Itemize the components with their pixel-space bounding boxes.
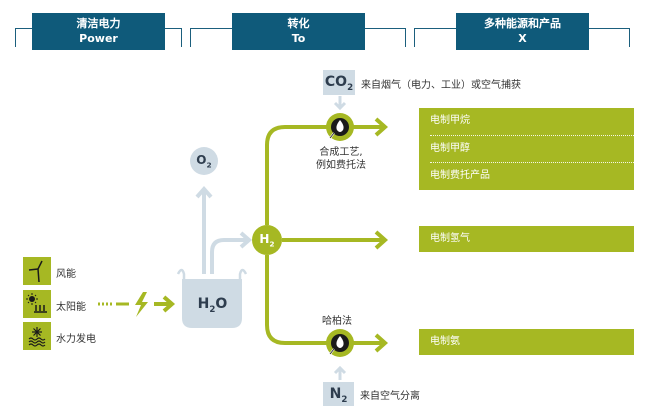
header-to: 转化 To — [232, 13, 365, 50]
wind-turbine-icon — [28, 260, 43, 283]
product-hydrogen: 电制氢气 — [419, 226, 634, 252]
electrolyser-vessel — [176, 268, 248, 328]
oxygen-arrow — [195, 185, 213, 274]
product-ammonia: 电制氨 — [419, 329, 634, 355]
header-x-subtitle: X — [518, 32, 527, 45]
wind-label: 风能 — [56, 269, 76, 280]
oxygen-o: O — [196, 153, 207, 167]
water-label: H2O — [190, 296, 235, 315]
hydro-icon — [28, 327, 46, 347]
product-ammonia-label: 电制氨 — [430, 336, 460, 347]
n2-text: N — [329, 386, 342, 402]
n2-source-note: 来自空气分离 — [360, 391, 420, 402]
hydrogen-node — [252, 225, 282, 255]
haber-note: 哈柏法 — [322, 316, 352, 327]
co2-source-note: 来自烟气（电力、工业）或空气捕获 — [361, 80, 521, 91]
header-power-title: 清洁电力 — [76, 17, 121, 30]
synthesis-note-line1: 合成工艺, — [319, 147, 363, 158]
hydrogen-sub: 2 — [269, 239, 275, 249]
synthesis-note-line2: 例如费托法 — [316, 160, 366, 171]
product-methane: 电制甲烷 — [430, 108, 634, 136]
solar-source — [23, 290, 51, 318]
lightning-icon — [135, 292, 148, 317]
solar-icon — [26, 293, 47, 313]
co2-arrow — [333, 96, 347, 111]
synthesis-process-icon — [326, 113, 354, 141]
solar-label: 太阳能 — [56, 302, 86, 313]
n2-box: N2 — [323, 382, 354, 406]
haber-process-icon — [326, 329, 354, 357]
header-power: 清洁电力 Power — [32, 13, 165, 50]
header-to-subtitle: To — [291, 32, 306, 45]
water-sub: 2 — [209, 304, 216, 315]
product-methanol: 电制甲醇 — [430, 136, 634, 163]
header-x-title: 多种能源和产品 — [484, 17, 561, 30]
water-o: O — [215, 296, 228, 312]
wind-source — [23, 257, 51, 285]
hydrogen-distribution-lines — [265, 117, 389, 353]
synthesis-note: 合成工艺, 例如费托法 — [310, 146, 372, 172]
oxygen-sub: 2 — [206, 160, 212, 170]
header-power-subtitle: Power — [79, 32, 118, 45]
hydrogen-label: H2 — [254, 232, 280, 248]
co2-sub: 2 — [347, 82, 354, 93]
water-h: H — [197, 296, 210, 312]
hydrogen-h: H — [259, 232, 270, 246]
oxygen-node — [190, 147, 218, 175]
n2-arrow — [333, 365, 347, 380]
oxygen-label: O2 — [190, 153, 218, 169]
hydrogen-arrow — [210, 231, 253, 274]
co2-text: CO — [324, 74, 348, 90]
product-hydrogen-label: 电制氢气 — [430, 233, 470, 244]
n2-sub: 2 — [341, 394, 348, 405]
product-group-carbon: 电制甲烷 电制甲醇 电制费托产品 — [419, 108, 634, 190]
co2-box: CO2 — [323, 70, 355, 95]
product-ft: 电制费托产品 — [430, 170, 490, 181]
hydro-source — [23, 322, 51, 350]
arrow-to-water — [154, 295, 176, 313]
header-to-title: 转化 — [287, 17, 310, 30]
hydro-label: 水力发电 — [56, 334, 96, 345]
header-x: 多种能源和产品 X — [456, 13, 589, 50]
